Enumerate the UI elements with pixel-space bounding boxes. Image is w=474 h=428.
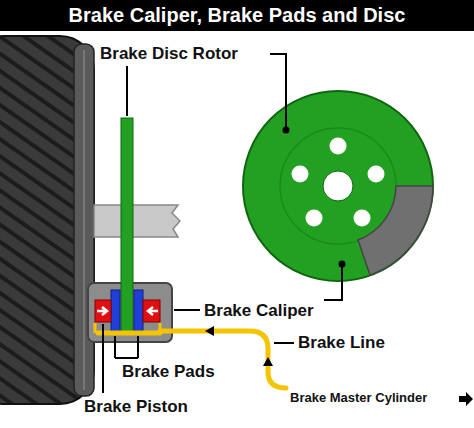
brake-pad	[111, 290, 120, 332]
tire	[0, 36, 94, 404]
brake-pad	[134, 290, 143, 332]
flow-arrow	[205, 326, 214, 336]
part-label: Brake Line	[298, 333, 385, 353]
leader-dot	[339, 261, 346, 268]
caliper-pad-segment	[358, 186, 433, 275]
disc-rotor-front	[243, 91, 433, 281]
brake-line	[98, 331, 286, 388]
direction-arrow	[459, 392, 473, 406]
part-label: Brake Piston	[84, 397, 188, 417]
part-label: Brake Disc Rotor	[100, 44, 238, 64]
part-label: Brake Master Cylinder	[290, 391, 427, 406]
force-arrow	[97, 307, 107, 315]
axle	[94, 205, 180, 237]
part-label: Brake Caliper	[204, 301, 314, 321]
brake-piston	[143, 300, 160, 322]
disc-rotor-side	[121, 118, 133, 334]
force-arrow	[148, 307, 158, 315]
brake-line	[95, 323, 160, 333]
flow-arrow	[263, 357, 273, 366]
leader-dot	[283, 127, 290, 134]
part-label: Brake Pads	[122, 362, 215, 382]
title-text: Brake Caliper, Brake Pads and Disc	[0, 0, 474, 31]
brake-piston	[95, 300, 111, 322]
